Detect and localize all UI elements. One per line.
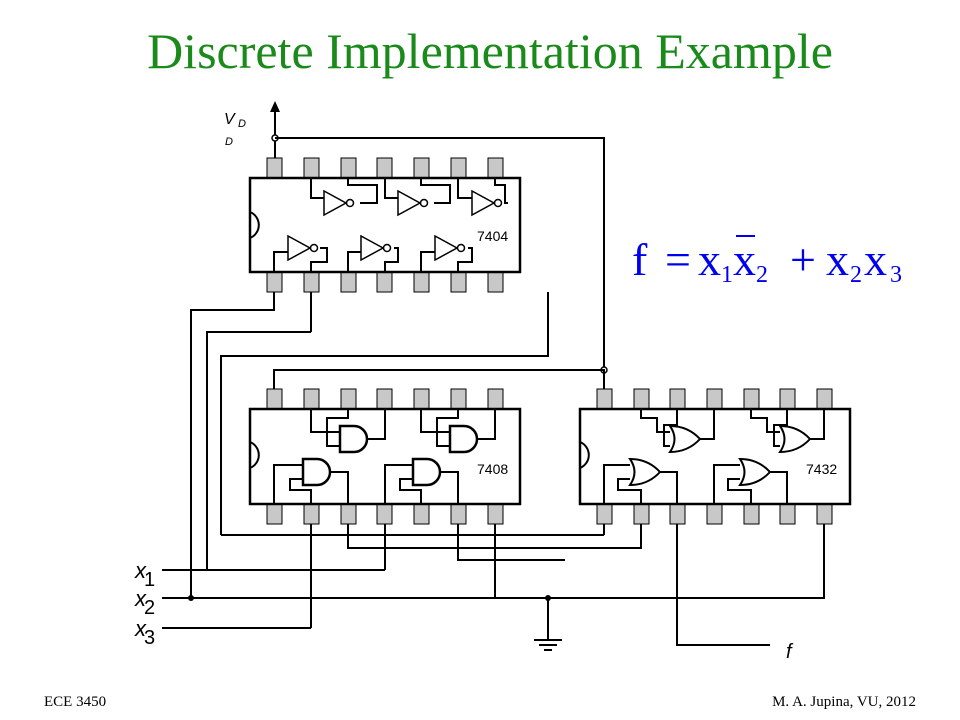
chip-7408-pin-top-7 [487, 388, 504, 410]
chip-7404-pin-top-3 [340, 157, 357, 179]
svg-text:2: 2 [144, 597, 155, 619]
chip-7408-pin-bot-2 [303, 503, 320, 525]
chip-7432-pin-bot-7 [816, 503, 833, 525]
chip-7404-pin-bot-5 [413, 271, 430, 293]
chip-7404-pin-top-7 [487, 157, 504, 179]
chip-7432: 7432 [578, 388, 852, 525]
chip-7408-pin-top-2 [303, 388, 320, 410]
chip-7408-label: 7408 [477, 461, 508, 477]
output-f-label: f [786, 641, 794, 663]
chip-7408-pin-bot-4 [376, 503, 393, 525]
chip-7404-pin-top-1 [266, 157, 283, 179]
chip-7404-pin-bot-6 [450, 271, 467, 293]
vdd-arrow-icon [270, 101, 280, 112]
chip-7408-pin-top-6 [450, 388, 467, 410]
and-gate-2 [448, 424, 479, 454]
svg-text:x: x [134, 558, 147, 583]
chip-7432-pin-top-1 [596, 388, 613, 410]
chip-7432-pin-bot-6 [779, 503, 796, 525]
term2-var1: x [826, 234, 849, 285]
chip-7432-pin-bot-3 [669, 503, 686, 525]
ground-symbol [534, 639, 562, 651]
vdd-supply: V D D [224, 101, 608, 389]
term1-sub1: 1 [721, 262, 733, 288]
equation-equals: = [665, 234, 691, 285]
input-x1-label: x 1 [134, 558, 155, 591]
chip-7432-pin-top-5 [743, 388, 760, 410]
svg-text:1: 1 [144, 569, 155, 591]
chip-7432-pin-top-4 [706, 388, 723, 410]
chip-7404-pin-bot-3 [340, 271, 357, 293]
chip-7408-pin-bot-6 [450, 503, 467, 525]
chip-7432-pin-bot-4 [706, 503, 723, 525]
equation-lhs: f [632, 234, 648, 285]
chip-7408-pin-bot-3 [340, 503, 357, 525]
chip-7404-pin-bot-4 [376, 271, 393, 293]
chip-7404-pin-bot-1 [266, 271, 283, 293]
equation-plus: + [790, 234, 816, 285]
chip-7408-pin-top-1 [266, 388, 283, 410]
input-x3-label: x 3 [134, 616, 155, 649]
chip-7408: 7408 [248, 388, 522, 525]
circuit-diagram: 7404 7408 [134, 101, 902, 663]
footer-author: M. A. Jupina, VU, 2012 [772, 694, 916, 710]
boolean-equation: f = x 1 x 2 + x 2 x 3 [632, 234, 902, 288]
svg-text:x: x [134, 616, 147, 641]
svg-text:3: 3 [144, 627, 155, 649]
chip-7432-pin-top-2 [633, 388, 650, 410]
chip-7432-pin-bot-2 [633, 503, 650, 525]
term1-sub2: 2 [756, 262, 768, 288]
chip-7432-label: 7432 [806, 461, 837, 477]
chip-7404-pin-bot-7 [487, 271, 504, 293]
chip-7408-pin-top-5 [413, 388, 430, 410]
chip-7432-pin-bot-5 [743, 503, 760, 525]
chip-7408-pin-bot-7 [487, 503, 504, 525]
chip-7408-pin-bot-5 [413, 503, 430, 525]
svg-text:x: x [134, 586, 147, 611]
chip-7404-pin-top-2 [303, 157, 320, 179]
vdd-label-sub-2: D [225, 136, 233, 148]
interconnect-wires [162, 292, 825, 646]
term2-var2: x [864, 234, 887, 285]
and-gate-4 [411, 457, 442, 487]
chip-7404: 7404 [248, 157, 522, 293]
chip-7404-pin-bot-2 [303, 271, 320, 293]
chip-7404-pin-top-6 [450, 157, 467, 179]
and-gate-3 [301, 457, 332, 487]
chip-7404-pin-top-5 [413, 157, 430, 179]
chip-7432-pin-top-3 [669, 388, 686, 410]
vdd-label: V [224, 111, 236, 128]
term1-var2: x [733, 234, 756, 285]
and-gate-1 [338, 424, 369, 454]
chip-7404-label: 7404 [477, 228, 508, 244]
chip-7408-pin-bot-1 [266, 503, 283, 525]
term1-var1: x [698, 234, 721, 285]
chip-7432-pin-top-7 [816, 388, 833, 410]
chip-7432-pin-bot-1 [596, 503, 613, 525]
vdd-label-sub-1: D [238, 118, 246, 130]
chip-7432-pin-top-6 [779, 388, 796, 410]
term2-sub2: 3 [890, 262, 902, 288]
footer-course: ECE 3450 [44, 694, 107, 710]
x2-junction-dot [188, 595, 194, 601]
term2-sub1: 2 [850, 262, 862, 288]
slide-title: Discrete Implementation Example [147, 23, 833, 79]
chip-7408-pin-top-3 [340, 388, 357, 410]
input-x2-label: x 2 [134, 586, 155, 619]
chip-7404-pin-top-4 [376, 157, 393, 179]
chip-7408-pin-top-4 [376, 388, 393, 410]
